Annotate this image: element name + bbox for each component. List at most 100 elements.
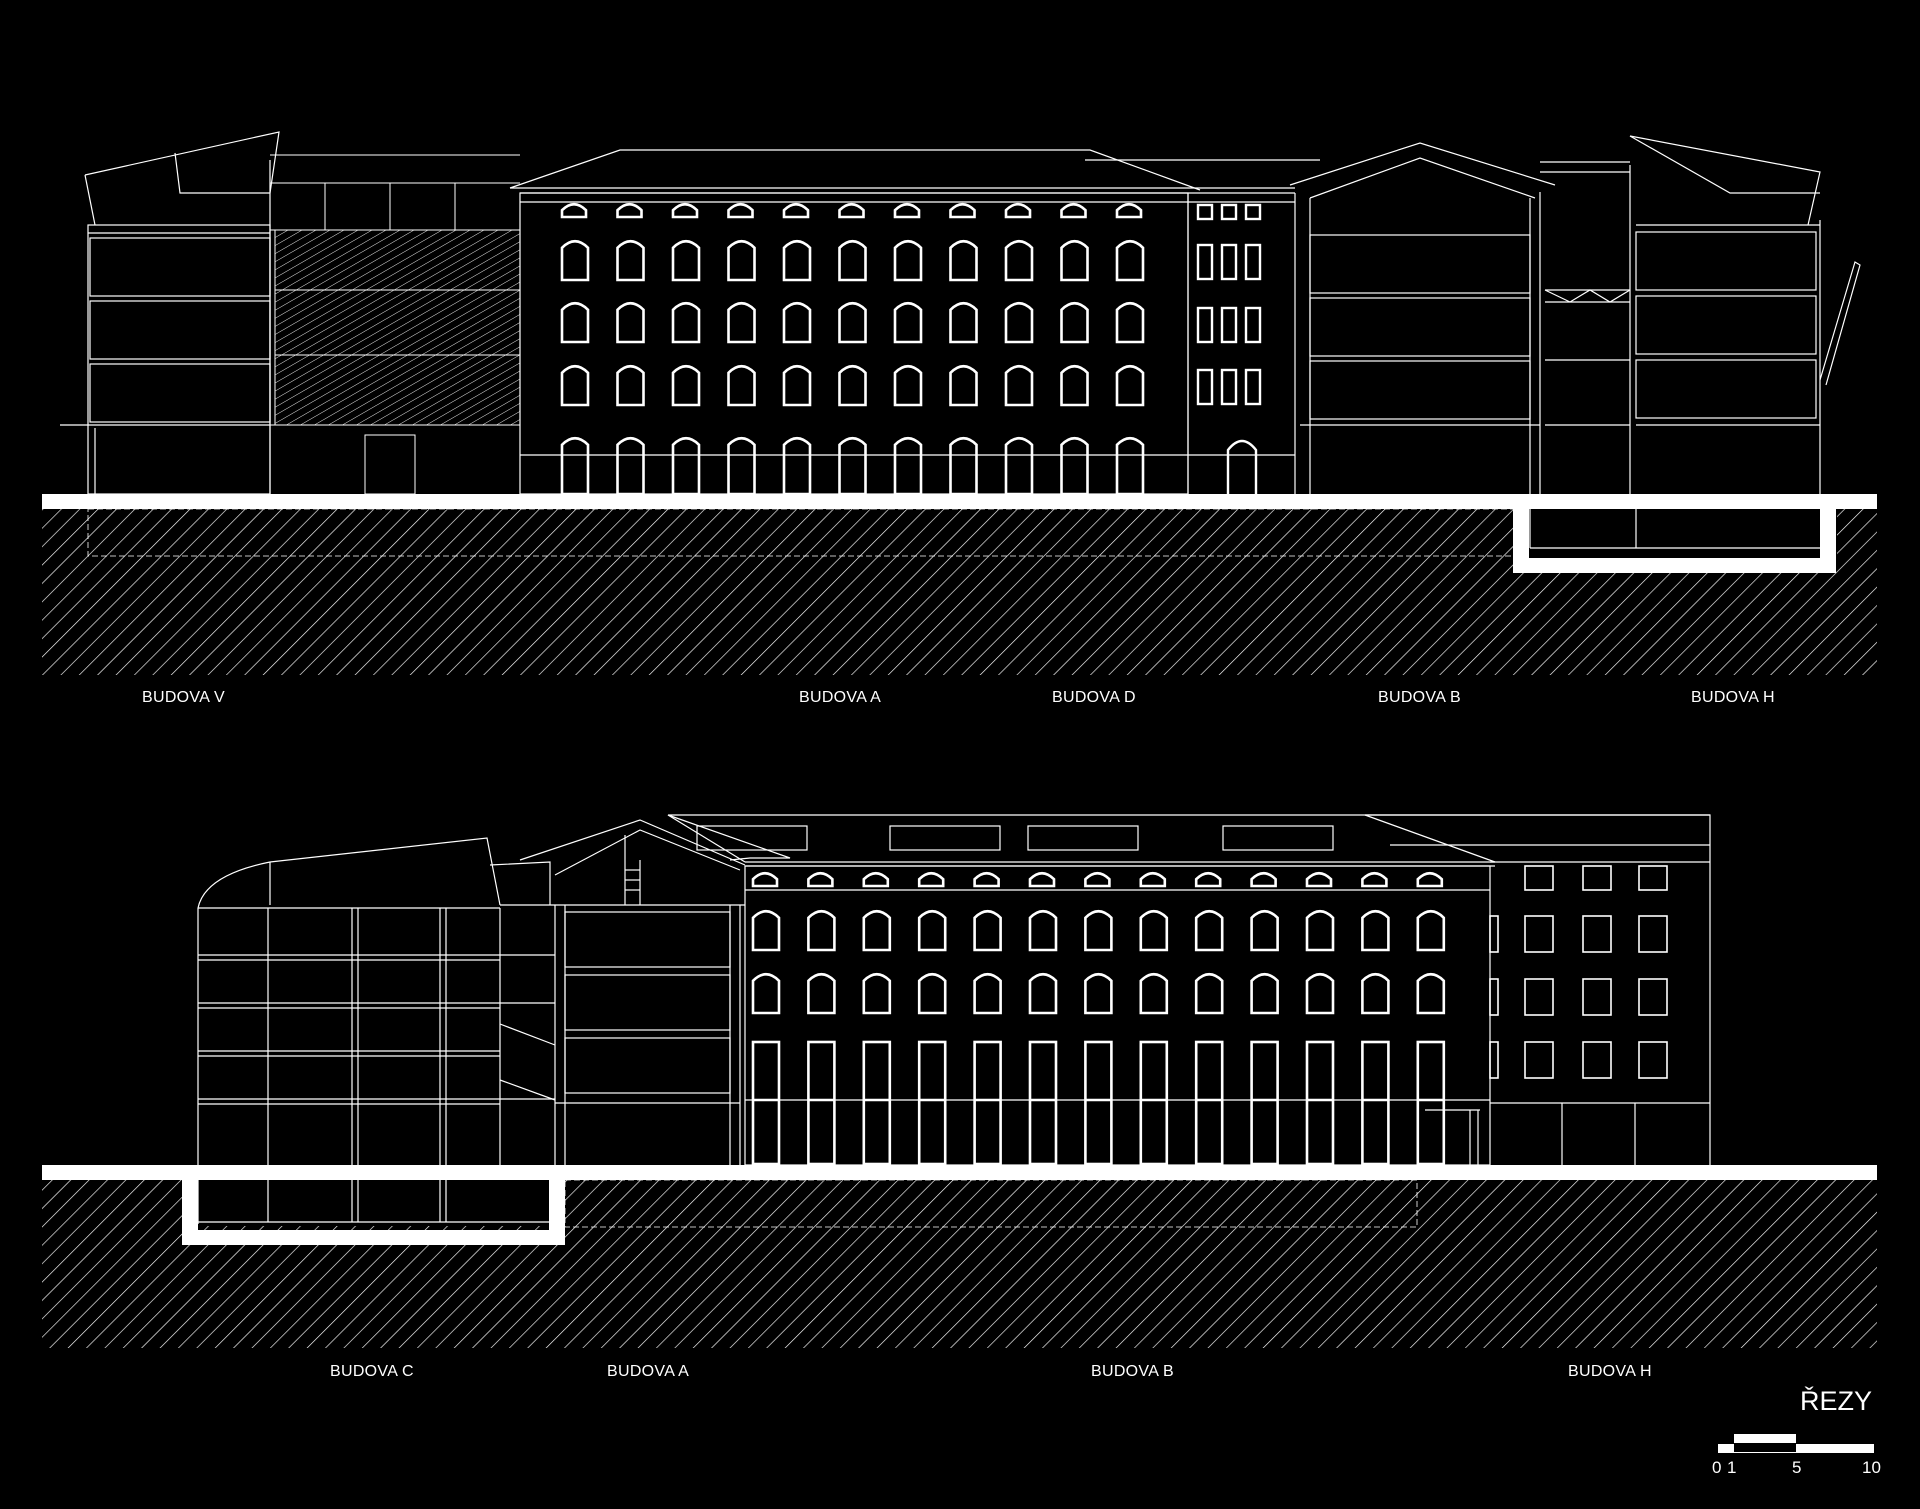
window bbox=[1028, 973, 1058, 1015]
window bbox=[1194, 910, 1224, 952]
window bbox=[616, 437, 645, 496]
window bbox=[1196, 306, 1214, 344]
window bbox=[1084, 1040, 1113, 1166]
window bbox=[949, 202, 976, 219]
window bbox=[1524, 915, 1554, 953]
window bbox=[1416, 871, 1444, 888]
window bbox=[1004, 365, 1034, 407]
window bbox=[862, 871, 890, 888]
window bbox=[862, 973, 892, 1015]
window bbox=[893, 202, 921, 219]
section-2-label-budova-c: BUDOVA C bbox=[330, 1363, 414, 1380]
window bbox=[949, 437, 978, 496]
window bbox=[949, 240, 978, 282]
window bbox=[751, 871, 779, 888]
window bbox=[838, 202, 865, 219]
window bbox=[1194, 1040, 1224, 1166]
window bbox=[807, 910, 836, 952]
window bbox=[751, 1040, 781, 1166]
window bbox=[1416, 973, 1446, 1015]
window bbox=[1060, 240, 1089, 282]
window bbox=[838, 302, 867, 344]
building-d bbox=[1187, 193, 1296, 494]
section-2-label-budova-h: BUDOVA H bbox=[1568, 1363, 1652, 1380]
window bbox=[616, 202, 643, 219]
window bbox=[807, 1040, 836, 1166]
window bbox=[671, 202, 699, 219]
window bbox=[973, 871, 1000, 888]
window bbox=[616, 302, 645, 344]
window bbox=[1139, 1040, 1169, 1166]
building-b-section-2 bbox=[667, 814, 1711, 1166]
section-2-label-budova-b: BUDOVA B bbox=[1091, 1363, 1175, 1380]
window bbox=[1524, 978, 1554, 1016]
building-h-section-1 bbox=[1529, 135, 1861, 549]
window bbox=[671, 437, 701, 496]
building-h-section-2 bbox=[1489, 845, 1711, 1165]
window bbox=[973, 910, 1002, 952]
window bbox=[1361, 871, 1388, 888]
window bbox=[807, 973, 836, 1015]
window bbox=[862, 910, 892, 952]
window bbox=[1004, 437, 1034, 496]
window bbox=[917, 973, 947, 1015]
scale-tick-0: 0 bbox=[1712, 1458, 1722, 1477]
window bbox=[838, 437, 867, 496]
scale-bar bbox=[1718, 1434, 1874, 1453]
window bbox=[973, 973, 1002, 1015]
window bbox=[782, 202, 810, 219]
section-2-ground bbox=[42, 1165, 1877, 1348]
window bbox=[917, 910, 947, 952]
scale-tick-10: 10 bbox=[1862, 1458, 1881, 1477]
window bbox=[807, 871, 834, 888]
building-c bbox=[197, 837, 550, 1224]
window bbox=[727, 437, 756, 496]
window bbox=[1060, 202, 1087, 219]
building-b-section-1 bbox=[1085, 142, 1556, 494]
window bbox=[1004, 202, 1032, 219]
window bbox=[560, 240, 590, 282]
window bbox=[782, 302, 812, 344]
window bbox=[1416, 910, 1446, 952]
window bbox=[973, 1040, 1002, 1166]
window bbox=[1305, 910, 1335, 952]
window bbox=[1638, 865, 1668, 891]
window bbox=[1196, 203, 1214, 221]
building-v bbox=[60, 131, 280, 495]
window bbox=[1489, 1041, 1499, 1079]
window bbox=[1196, 243, 1214, 281]
window bbox=[727, 240, 756, 282]
window bbox=[1115, 365, 1145, 407]
window bbox=[1115, 202, 1143, 219]
window bbox=[751, 910, 781, 952]
section-2-label-budova-a: BUDOVA A bbox=[607, 1363, 690, 1380]
window bbox=[1250, 1040, 1279, 1166]
building-a-section-2 bbox=[489, 819, 746, 1165]
window bbox=[1250, 871, 1277, 888]
window bbox=[1582, 978, 1612, 1016]
window bbox=[751, 973, 781, 1015]
section-1-ground bbox=[42, 494, 1877, 675]
window bbox=[1244, 368, 1262, 406]
window bbox=[1582, 865, 1612, 891]
window bbox=[1305, 871, 1333, 888]
window bbox=[917, 1040, 947, 1166]
section-1-label-budova-a: BUDOVA A bbox=[799, 689, 882, 706]
window bbox=[782, 437, 812, 496]
window bbox=[838, 240, 867, 282]
window bbox=[1028, 910, 1058, 952]
window bbox=[616, 240, 645, 282]
sheet-title: ŘEZY bbox=[1800, 1386, 1873, 1416]
window bbox=[1524, 865, 1554, 891]
window bbox=[1638, 915, 1668, 953]
window bbox=[1244, 243, 1262, 281]
window bbox=[1489, 915, 1499, 953]
window bbox=[1084, 973, 1113, 1015]
window bbox=[782, 240, 812, 282]
window bbox=[671, 240, 701, 282]
window bbox=[1004, 240, 1034, 282]
window bbox=[1489, 978, 1499, 1016]
building-a-section-1 bbox=[509, 149, 1295, 496]
window bbox=[616, 365, 645, 407]
